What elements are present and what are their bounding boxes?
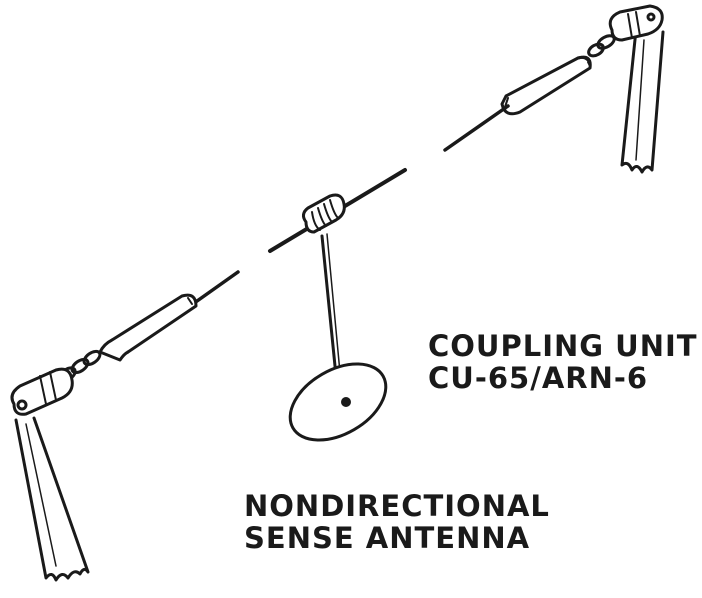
upper-right-insulator (500, 55, 592, 116)
upper-wire-segment (443, 104, 510, 152)
sense-antenna-label-line2: SENSE ANTENNA (244, 521, 531, 555)
coupling-unit-label-line1: COUPLING UNIT (428, 329, 698, 363)
lower-left-mount (10, 349, 102, 582)
base-plate (288, 362, 388, 442)
coupling-unit-coil (301, 193, 346, 234)
sense-antenna-label: NONDIRECTIONAL SENSE ANTENNA (244, 490, 550, 554)
lower-left-insulator (98, 293, 198, 362)
coupling-unit-label-line2: CU-65/ARN-6 (428, 361, 649, 395)
lower-wire-segment (188, 270, 240, 308)
upper-right-mount (587, 4, 665, 174)
sense-antenna-label-line1: NONDIRECTIONAL (244, 489, 550, 523)
lower-left-strap (14, 416, 90, 582)
coupling-unit-label: COUPLING UNIT CU-65/ARN-6 (428, 330, 698, 394)
upper-right-strap (620, 28, 665, 174)
